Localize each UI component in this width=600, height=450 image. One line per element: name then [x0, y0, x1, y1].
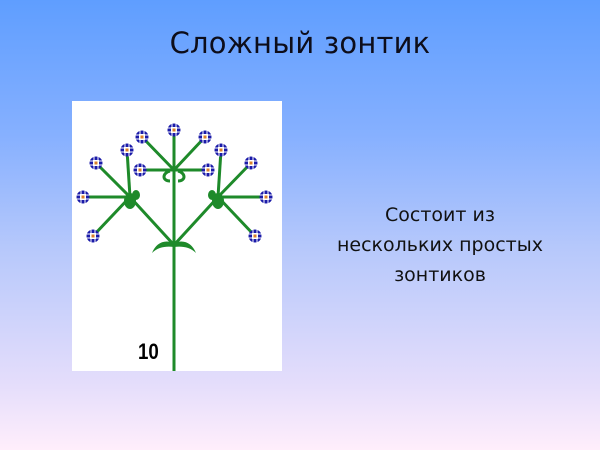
figure-number: 10 — [138, 339, 159, 364]
flower-icon — [244, 156, 258, 170]
description-line: зонтиков — [394, 264, 486, 286]
flower-icon — [259, 190, 273, 204]
main-stem — [128, 170, 220, 371]
main-involucre — [152, 241, 196, 253]
left-umbellet — [83, 149, 132, 238]
description-text: Состоит из нескольких простых зонтиков — [310, 200, 570, 290]
umbel-diagram — [76, 123, 273, 371]
compound-umbel-figure: 10 — [72, 101, 282, 371]
left-involucel — [124, 190, 140, 209]
flower-icon — [135, 130, 149, 144]
right-involucel — [208, 190, 224, 209]
top-involucel — [162, 169, 186, 183]
right-umbellet — [216, 149, 266, 238]
flower-icon — [76, 190, 90, 204]
slide-title: Сложный зонтик — [169, 26, 431, 60]
flower-icon — [214, 143, 228, 157]
flower-icon — [198, 130, 212, 144]
flower-icon — [167, 123, 181, 137]
flower-icon — [120, 143, 134, 157]
flower-icon — [89, 156, 103, 170]
description-line: нескольких простых — [337, 234, 543, 256]
flower-icon — [201, 163, 215, 177]
flower-icon — [248, 229, 262, 243]
flower-icon — [86, 229, 100, 243]
flower-icon — [133, 163, 147, 177]
description-line: Состоит из — [385, 204, 495, 226]
